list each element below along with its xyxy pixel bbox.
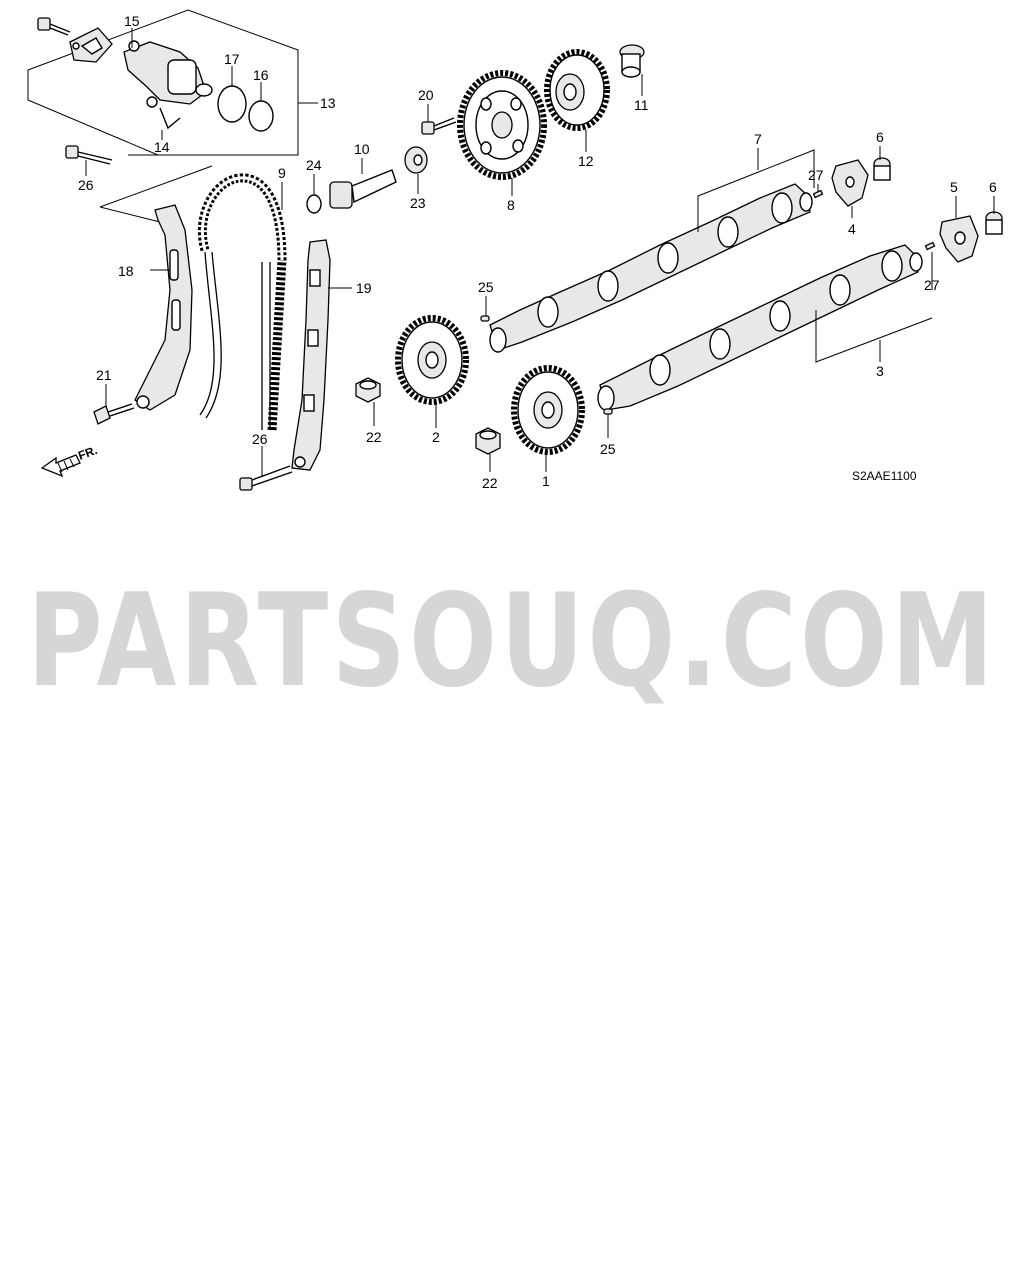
tensioner-gasket (69, 27, 113, 63)
cam-sprocket-2 (395, 315, 469, 405)
bolt-6-lower (985, 211, 1003, 235)
woodruff-key-25-lower (603, 408, 613, 415)
callout-11: 11 (634, 97, 649, 113)
camshaft-upper (489, 183, 813, 353)
o-ring-16 (248, 100, 274, 132)
callout-19: 19 (356, 280, 372, 296)
leader-lines (85, 28, 995, 476)
o-ring-17 (217, 85, 247, 123)
bolt-6-upper (873, 157, 891, 181)
callout-25-upper: 25 (478, 279, 494, 295)
drawing-code: S2AAE1100 (852, 469, 917, 483)
cam-pulse-plate-4 (831, 159, 869, 207)
callout-8: 8 (507, 197, 515, 213)
auto-tensioner (123, 40, 213, 108)
callout-4: 4 (848, 221, 856, 237)
idler-gear-small (544, 49, 610, 131)
parts-diagram: FR. 15 17 16 (27, 9, 1003, 491)
callout-6-upper: 6 (876, 129, 884, 145)
cam-sprocket-1 (511, 365, 585, 455)
callout-17: 17 (224, 51, 240, 67)
callout-15: 15 (124, 13, 140, 29)
camshaft-lower (597, 244, 923, 411)
watermark: PARTSOUQ.COM (27, 580, 997, 710)
dowel-pin-27-upper (812, 189, 824, 199)
callout-10: 10 (354, 141, 370, 157)
callout-21: 21 (96, 367, 112, 383)
cam-pulse-plate-5 (939, 215, 979, 263)
idler-shaft-11 (619, 44, 645, 78)
callout-16: 16 (253, 67, 269, 83)
nut-22-right (475, 427, 501, 455)
dowel-pin-27-lower (924, 241, 936, 251)
callout-1: 1 (542, 473, 550, 489)
front-marker: FR. (76, 443, 99, 463)
callout-25-lower: 25 (600, 441, 616, 457)
tensioner-bolt-top (37, 17, 71, 36)
bolt-20 (421, 117, 457, 135)
callout-6-lower: 6 (989, 179, 997, 195)
watermark-text: PARTSOUQ.COM (27, 580, 997, 710)
cam-chain (197, 173, 287, 431)
callout-7: 7 (754, 131, 762, 147)
callout-20: 20 (418, 87, 434, 103)
callout-27-upper: 27 (808, 167, 824, 183)
callout-23: 23 (410, 195, 426, 211)
callout-9: 9 (278, 165, 286, 181)
callout-22-left: 22 (366, 429, 382, 445)
cam-chain-tensioner-arm (134, 204, 193, 411)
callout-14: 14 (154, 139, 170, 155)
callout-18: 18 (118, 263, 134, 279)
tensioner-group-box (27, 9, 318, 156)
callout-24: 24 (306, 157, 322, 173)
callout-22-right: 22 (482, 475, 498, 491)
tension-arm-box (99, 165, 213, 208)
idler-gear-large (457, 70, 547, 180)
callout-2: 2 (432, 429, 440, 445)
washer-23 (404, 146, 428, 174)
callout-5: 5 (950, 179, 958, 195)
callout-12: 12 (578, 153, 594, 169)
callout-26-lower: 26 (252, 431, 268, 447)
woodruff-key-25-upper (480, 315, 490, 322)
washer-24 (306, 194, 322, 214)
callout-27-lower: 27 (924, 277, 940, 293)
bolt-26-upper (65, 145, 113, 165)
callout-3: 3 (876, 363, 884, 379)
callout-13: 13 (320, 95, 336, 111)
front-direction-arrow (40, 454, 81, 478)
tensioner-pivot-bolt (93, 403, 135, 425)
stopper-pin (159, 107, 181, 130)
nut-22-left (355, 377, 381, 403)
idler-gear-shaft (329, 169, 397, 209)
cam-chain-guide (291, 239, 331, 471)
callout-26-upper: 26 (78, 177, 94, 193)
bolt-26-lower (239, 465, 293, 491)
